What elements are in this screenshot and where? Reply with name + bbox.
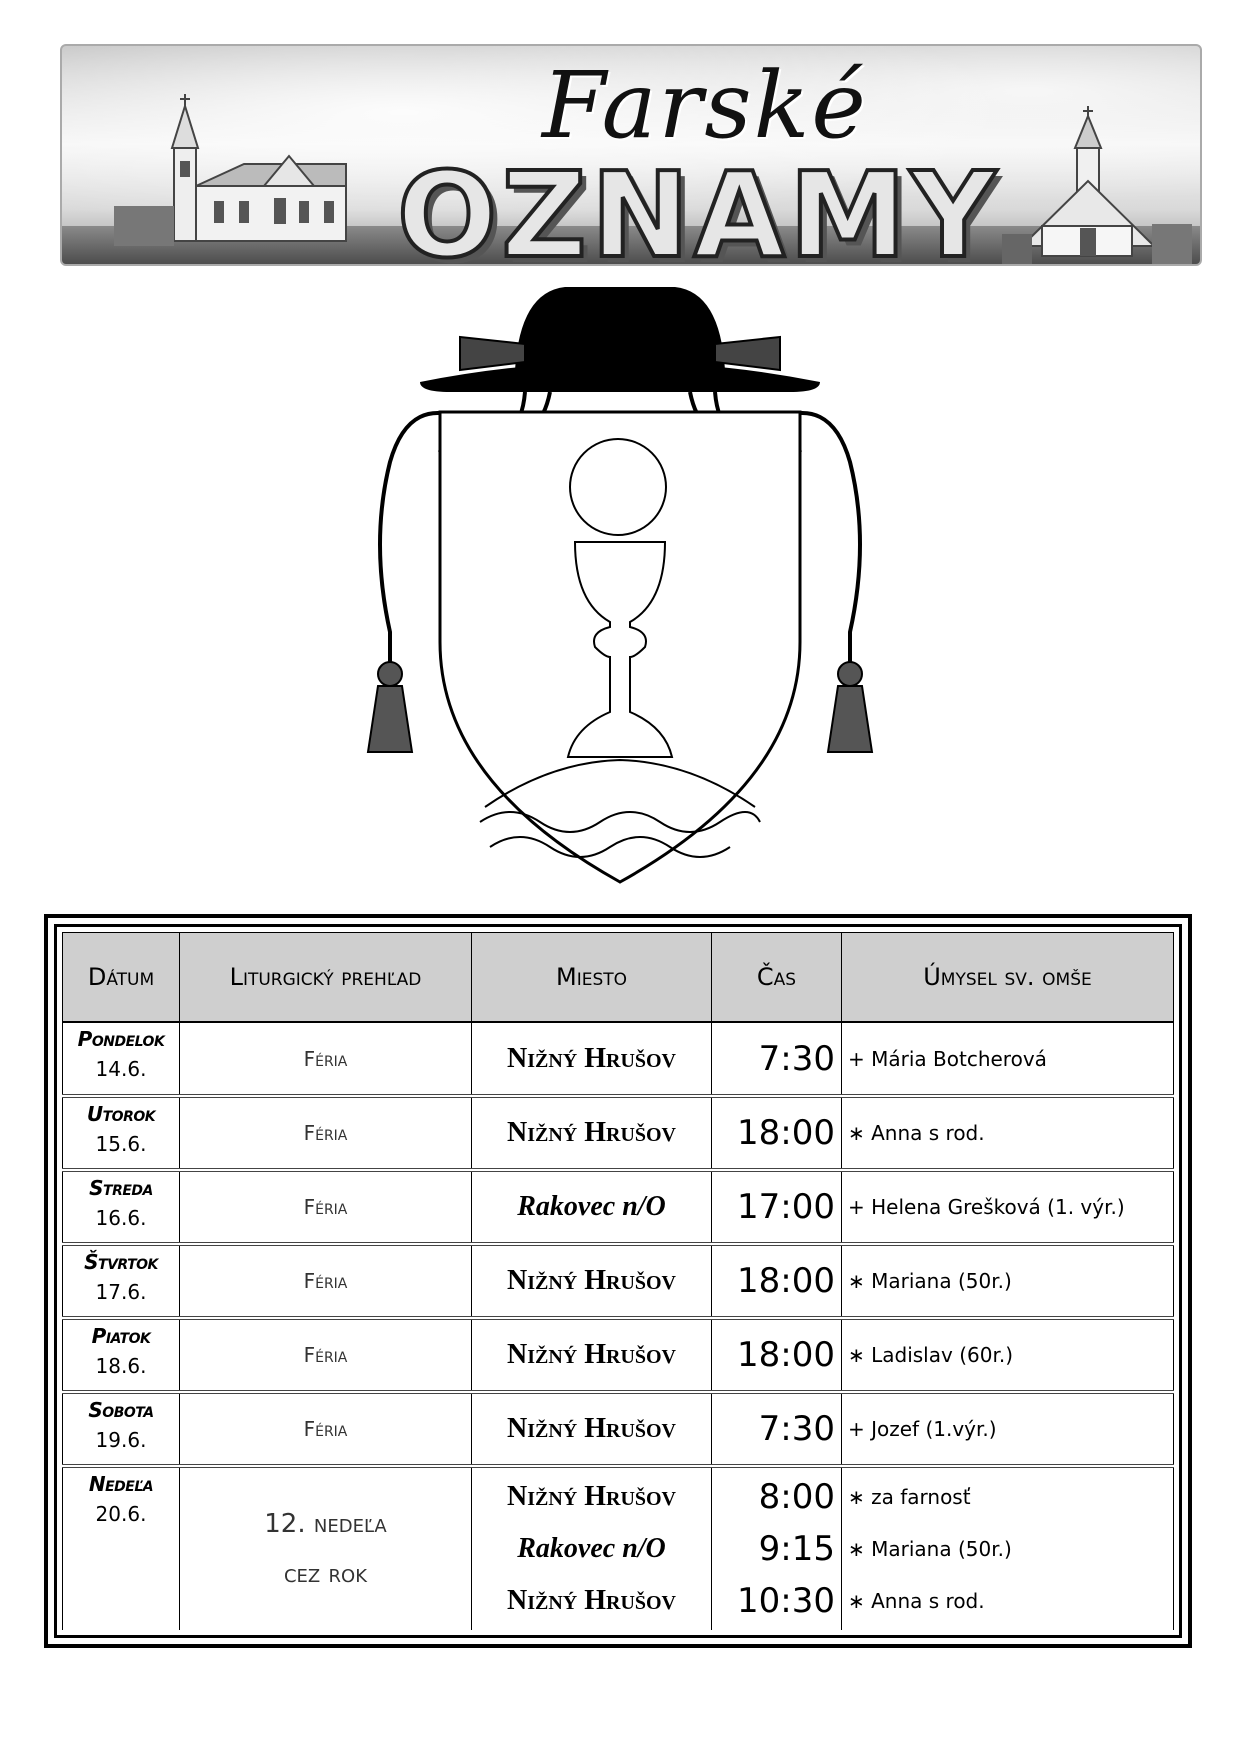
- liturgy-cell: 12. nedeľa cez rok: [179, 1466, 472, 1630]
- day-name: Štvrtok: [84, 1250, 158, 1274]
- liturgy-cell: Féria: [179, 1392, 472, 1468]
- date-cell: Pondelok 14.6.: [62, 1022, 180, 1098]
- table-header-row: Dátum Liturgický prehľad Miesto Čas Úmys…: [62, 932, 1174, 1023]
- place-cell: Nižný Hrušov: [471, 1392, 712, 1468]
- mass-time: 10:30: [737, 1581, 835, 1621]
- date-cell: Sobota 19.6.: [62, 1392, 180, 1468]
- day-date: 14.6.: [95, 1057, 147, 1081]
- liturgy-cell: Féria: [179, 1318, 472, 1394]
- day-date: 20.6.: [95, 1502, 147, 1526]
- day-name: Piatok: [91, 1324, 151, 1348]
- intention-cell: ∗ Anna s rod.: [841, 1096, 1174, 1172]
- date-cell: Nedeľa 20.6.: [62, 1466, 180, 1630]
- table-row: Sobota 19.6. Féria Nižný Hrušov 7:30 + J…: [62, 1392, 1174, 1468]
- date-cell: Streda 16.6.: [62, 1170, 180, 1246]
- liturgy-cell: Féria: [179, 1170, 472, 1246]
- liturgy-line-1: 12. nedeľa: [264, 1509, 387, 1539]
- place-cell: Rakovec n/O: [471, 1170, 712, 1246]
- place-cell: Nižný Hrušov: [471, 1318, 712, 1394]
- mass-time: 9:15: [758, 1529, 835, 1569]
- day-name: Pondelok: [77, 1027, 165, 1051]
- day-name: Streda: [89, 1176, 153, 1200]
- church-right-icon: [1002, 106, 1192, 264]
- time-cell: 18:00: [711, 1244, 842, 1320]
- place-cell: Nižný Hrušov: [471, 1022, 712, 1098]
- intention-cell: + Jozef (1.výr.): [841, 1392, 1174, 1468]
- header-time: Čas: [711, 932, 842, 1023]
- header-intention: Úmysel sv. omše: [841, 932, 1174, 1023]
- liturgy-line-2: cez rok: [283, 1559, 367, 1589]
- place-name: Rakovec n/O: [517, 1533, 666, 1564]
- intention-cell: + Mária Botcherová: [841, 1022, 1174, 1098]
- date-cell: Utorok 15.6.: [62, 1096, 180, 1172]
- table-row: Piatok 18.6. Féria Nižný Hrušov 18:00 ∗ …: [62, 1318, 1174, 1394]
- mass-intention: ∗ za farnosť: [848, 1485, 971, 1509]
- intention-cell: + Helena Grešková (1. výr.): [841, 1170, 1174, 1246]
- time-cell: 17:00: [711, 1170, 842, 1246]
- day-name: Utorok: [86, 1102, 156, 1126]
- header-banner: Farské OZNAMY: [60, 44, 1202, 266]
- place-name: Nižný Hrušov: [506, 1481, 677, 1512]
- tassel-left-icon: [366, 661, 414, 753]
- mass-intention: ∗ Anna s rod.: [848, 1589, 985, 1613]
- intention-cell: ∗ Mariana (50r.): [841, 1244, 1174, 1320]
- host-icon: [569, 438, 667, 536]
- mass-time: 8:00: [758, 1477, 835, 1517]
- day-date: 17.6.: [95, 1280, 147, 1304]
- time-cell: 7:30: [711, 1392, 842, 1468]
- header-date: Dátum: [62, 932, 180, 1023]
- intention-cell: ∗ Ladislav (60r.): [841, 1318, 1174, 1394]
- place-name: Rakovec n/O: [517, 1191, 666, 1222]
- time-cell: 18:00: [711, 1318, 842, 1394]
- liturgy-cell: Féria: [179, 1244, 472, 1320]
- date-cell: Piatok 18.6.: [62, 1318, 180, 1394]
- time-cell: 8:00 9:15 10:30: [711, 1466, 842, 1630]
- place-cell: Nižný Hrušov: [471, 1096, 712, 1172]
- mass-schedule-table: Dátum Liturgický prehľad Miesto Čas Úmys…: [62, 932, 1174, 1630]
- time-cell: 7:30: [711, 1022, 842, 1098]
- table-row: Streda 16.6. Féria Rakovec n/O 17:00 + H…: [62, 1170, 1174, 1246]
- time-cell: 18:00: [711, 1096, 842, 1172]
- day-date: 18.6.: [95, 1354, 147, 1378]
- intention-cell: ∗ za farnosť ∗ Mariana (50r.) ∗ Anna s r…: [841, 1466, 1174, 1630]
- banner-title-script: Farské: [542, 52, 868, 159]
- liturgy-cell: Féria: [179, 1096, 472, 1172]
- header-place: Miesto: [471, 932, 712, 1023]
- liturgy-cell: Féria: [179, 1022, 472, 1098]
- mass-intention: ∗ Mariana (50r.): [848, 1537, 1012, 1561]
- coat-of-arms-emblem: [366, 287, 874, 884]
- day-name: Nedeľa: [88, 1472, 154, 1496]
- church-left-icon: [114, 94, 347, 246]
- day-date: 15.6.: [95, 1132, 147, 1156]
- date-cell: Štvrtok 17.6.: [62, 1244, 180, 1320]
- place-name: Nižný Hrušov: [506, 1585, 677, 1616]
- table-row-sunday: Nedeľa 20.6. 12. nedeľa cez rok Nižný Hr…: [62, 1466, 1174, 1630]
- day-name: Sobota: [88, 1398, 154, 1422]
- header-liturgy: Liturgický prehľad: [179, 932, 472, 1023]
- table-row: Utorok 15.6. Féria Nižný Hrušov 18:00 ∗ …: [62, 1096, 1174, 1172]
- place-cell: Nižný Hrušov Rakovec n/O Nižný Hrušov: [471, 1466, 712, 1630]
- chalice-icon: [566, 541, 674, 758]
- mass-schedule: Dátum Liturgický prehľad Miesto Čas Úmys…: [44, 914, 1192, 1648]
- day-date: 19.6.: [95, 1428, 147, 1452]
- place-cell: Nižný Hrušov: [471, 1244, 712, 1320]
- day-date: 16.6.: [95, 1206, 147, 1230]
- banner-title-main: OZNAMY: [395, 146, 1000, 266]
- tassel-right-icon: [826, 661, 874, 753]
- table-row: Pondelok 14.6. Féria Nižný Hrušov 7:30 +…: [62, 1022, 1174, 1098]
- table-row: Štvrtok 17.6. Féria Nižný Hrušov 18:00 ∗…: [62, 1244, 1174, 1320]
